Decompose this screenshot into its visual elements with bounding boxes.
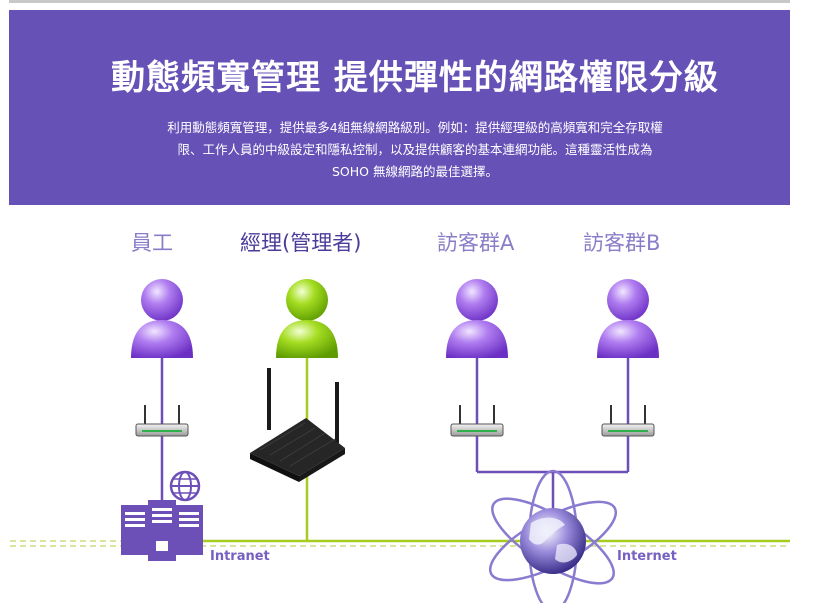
- group-label-staff: 員工: [131, 231, 173, 255]
- user-icon: [276, 279, 338, 358]
- access-point-icon: [450, 405, 504, 437]
- internet-label: Internet: [617, 549, 677, 564]
- globe-icon: [169, 470, 201, 502]
- router-icon: [250, 368, 345, 482]
- access-point-icon: [601, 405, 655, 437]
- access-point-icon: [135, 405, 189, 437]
- user-icon: [446, 279, 508, 358]
- globe-icon: [488, 469, 618, 603]
- banner-desc-line: 限、工作人員的中級設定和隱私控制，以及提供顧客的基本連網功能。這種靈活性成為: [177, 142, 653, 157]
- user-icon: [597, 279, 659, 358]
- top-divider: [9, 0, 790, 3]
- intranet-label: Intranet: [210, 549, 270, 564]
- group-label-manager: 經理(管理者): [240, 231, 362, 255]
- group-label-guest-b: 訪客群B: [583, 231, 661, 255]
- banner-desc-line: SOHO 無線網路的最佳選擇。: [332, 164, 498, 179]
- group-label-guest-a: 訪客群A: [437, 231, 515, 255]
- banner-description: 利用動態頻寬管理，提供最多4組無線網路級別。例如：提供經理級的高頻寬和完全存取權…: [0, 117, 830, 183]
- banner-title: 動態頻寬管理 提供彈性的網路權限分級: [111, 58, 719, 98]
- banner-desc-line: 利用動態頻寬管理，提供最多4組無線網路級別。例如：提供經理級的高頻寬和完全存取權: [167, 120, 663, 135]
- header-banner: [9, 10, 790, 205]
- user-icon: [131, 279, 193, 358]
- server-icon: [121, 500, 203, 561]
